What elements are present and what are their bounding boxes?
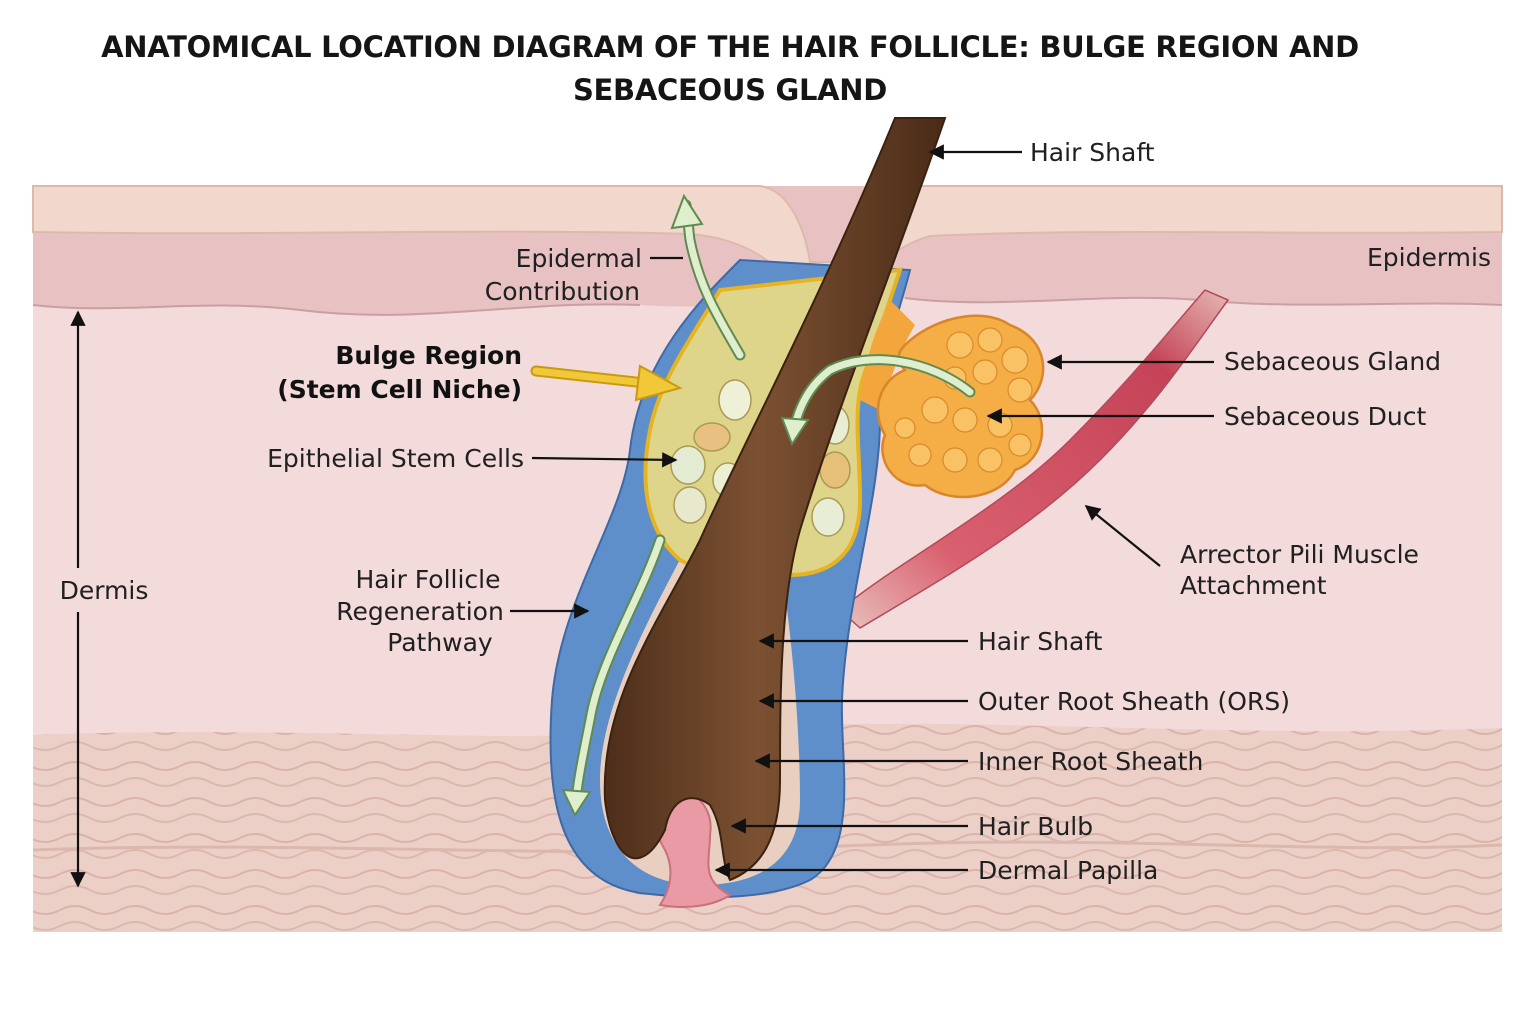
hair-shaft-shape (603, 117, 947, 882)
label-outer-root-sheath: Outer Root Sheath (ORS) (978, 687, 1290, 716)
label-epidermis: Epidermis (1367, 243, 1491, 272)
title-line-1: ANATOMICAL LOCATION DIAGRAM OF THE HAIR … (101, 30, 1359, 64)
leader-lines (510, 144, 1214, 878)
label-inner-root-sheath: Inner Root Sheath (978, 747, 1203, 776)
leader-arrector-pili (1084, 505, 1161, 567)
dermal-papilla-shape (653, 788, 732, 908)
stem-cell (673, 486, 707, 524)
skin-layers (32, 185, 1503, 932)
label-bulge-region-1: Bulge Region (335, 341, 522, 370)
label-epithelial-stem-cells: Epithelial Stem Cells (267, 444, 524, 473)
label-arrector-2: Attachment (1180, 571, 1327, 600)
label-sebaceous-duct: Sebaceous Duct (1224, 402, 1427, 431)
sebaceous-gland-shape (860, 300, 1045, 499)
epidermal-contribution-arrow (670, 193, 746, 361)
label-hair-bulb: Hair Bulb (978, 812, 1093, 841)
leader-epithelial-stem-cells (531, 452, 678, 468)
stem-cell (811, 497, 845, 537)
label-regeneration-3: Pathway (387, 628, 493, 657)
bulge-region-pointer (530, 364, 683, 402)
label-regeneration-2: Regeneration (336, 597, 504, 626)
stem-cell (693, 422, 731, 452)
label-bulge-region-2: (Stem Cell Niche) (277, 375, 522, 404)
label-hair-shaft-mid: Hair Shaft (978, 627, 1103, 656)
title-line-2: SEBACEOUS GLAND (572, 73, 888, 107)
stem-cell (670, 445, 706, 485)
label-epidermal-contribution-1: Epidermal (516, 244, 642, 273)
label-hair-shaft-top: Hair Shaft (1030, 138, 1155, 167)
label-dermis: Dermis (60, 576, 149, 605)
labels: Hair Shaft Epidermis Epidermal Contribut… (60, 138, 1491, 885)
arrector-pili-muscle (838, 289, 1230, 629)
stem-cell (718, 379, 752, 421)
label-dermal-papilla: Dermal Papilla (978, 856, 1158, 885)
label-sebaceous-gland: Sebaceous Gland (1224, 347, 1441, 376)
regeneration-pathway-arrow (561, 534, 666, 818)
label-regeneration-1: Hair Follicle (356, 565, 501, 594)
sebocytes (894, 327, 1033, 473)
label-epidermal-contribution-2: Contribution (485, 277, 640, 306)
label-arrector-1: Arrector Pili Muscle (1180, 540, 1419, 569)
sebaceous-pathway-arrow (780, 354, 976, 447)
diagram-title: ANATOMICAL LOCATION DIAGRAM OF THE HAIR … (0, 26, 1460, 112)
